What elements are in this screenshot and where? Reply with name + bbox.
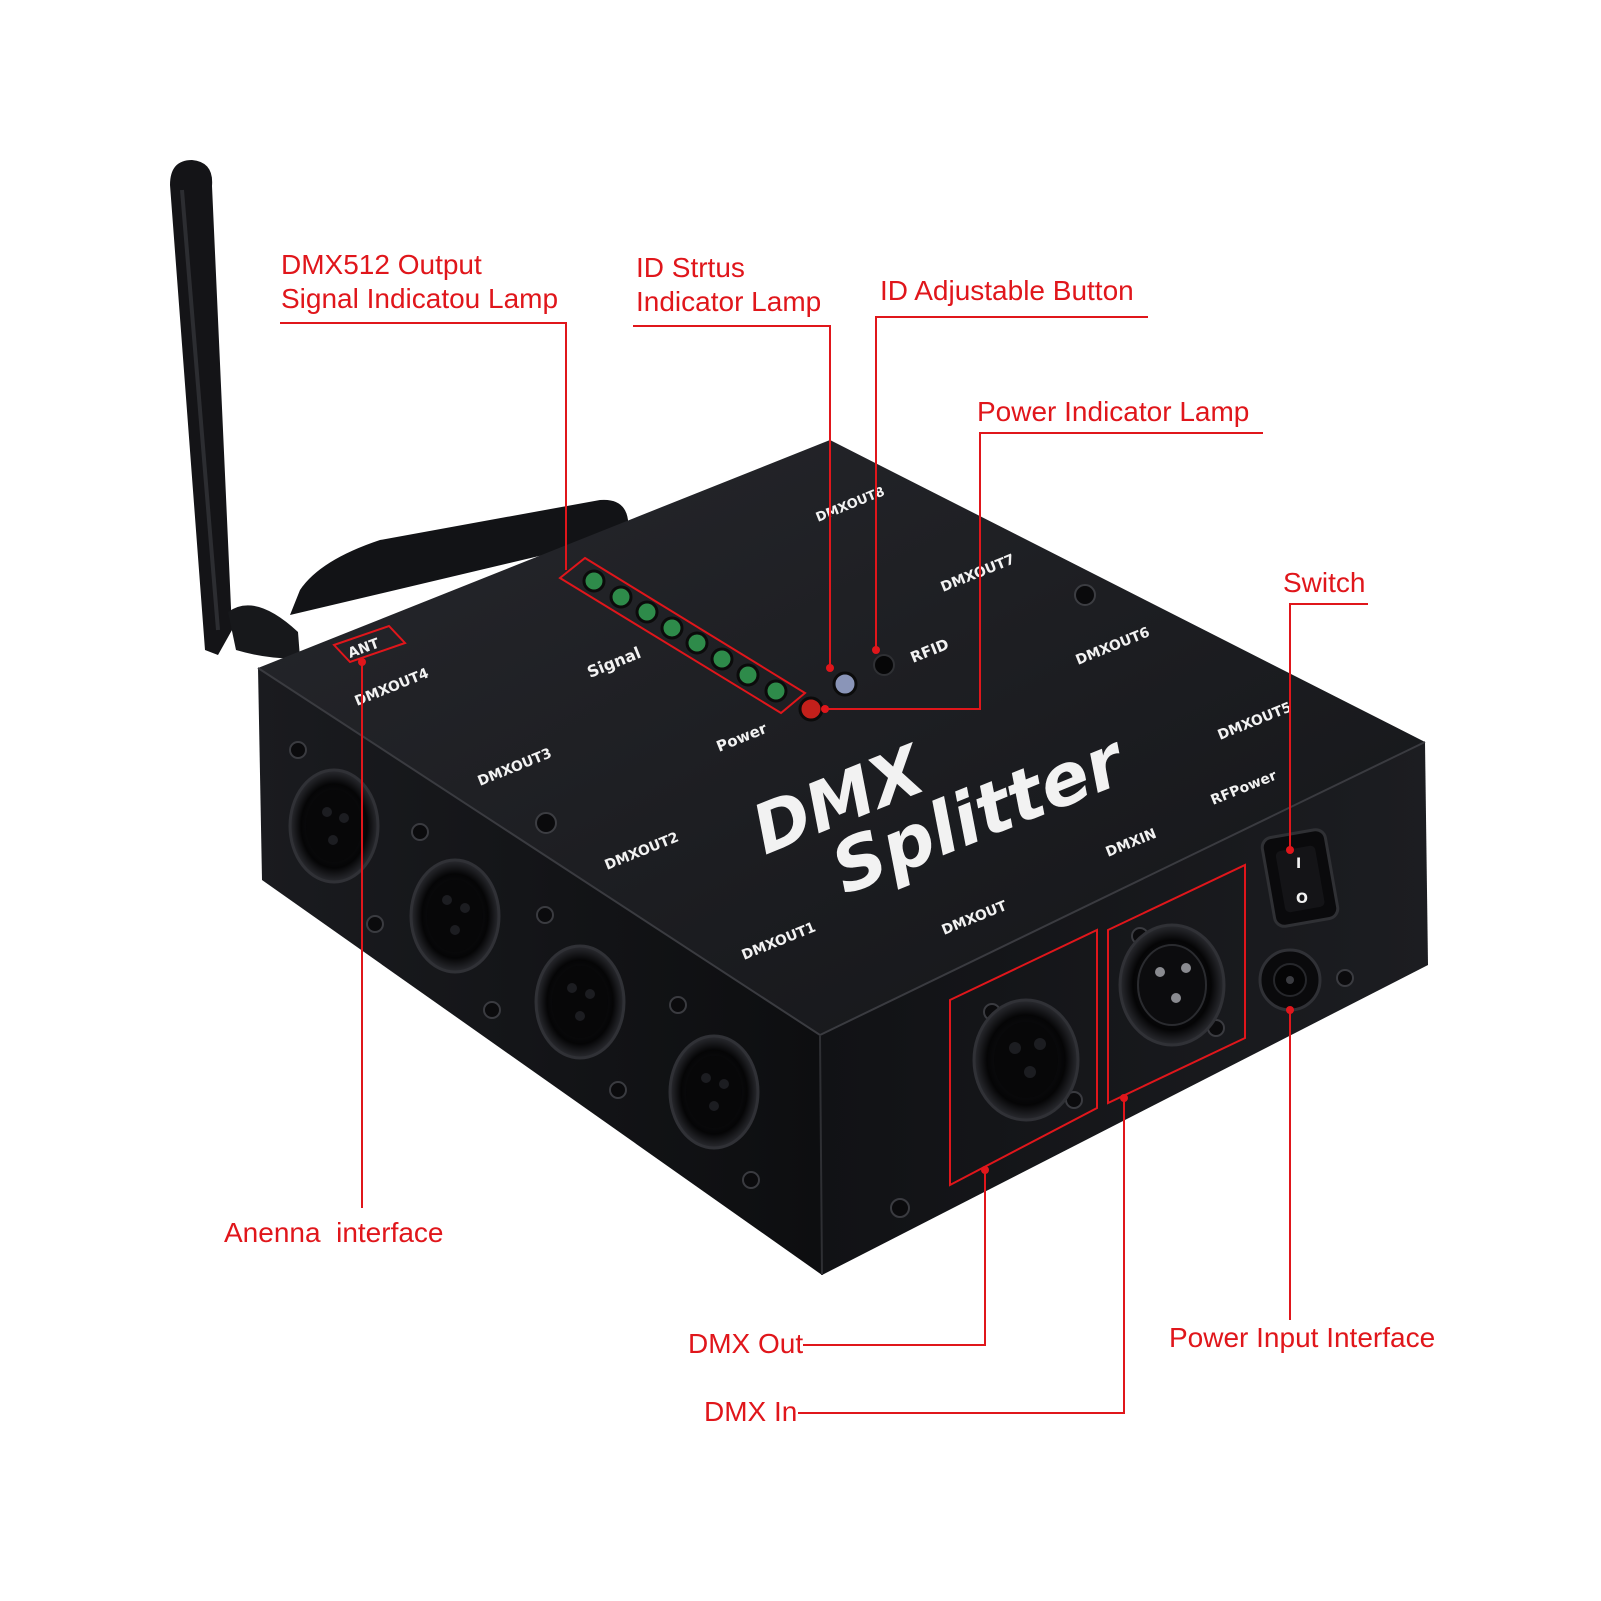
leader-id-button (875, 316, 1148, 650)
callout-power-input-text: Power Input Interface (1169, 1322, 1436, 1353)
leader-dots (358, 646, 1294, 1174)
callout-antenna: Anenna interface (224, 1216, 444, 1250)
leader-id-status (633, 325, 831, 668)
leader-lines (280, 316, 1368, 1414)
xlr-out-4[interactable] (288, 741, 384, 933)
callout-id-status-line1: ID Strtus (636, 252, 745, 283)
rear-rail (290, 499, 628, 615)
callout-id-button: ID Adjustable Button (880, 274, 1134, 308)
callout-switch: Switch (1283, 566, 1365, 600)
device-top-face (258, 440, 1425, 1035)
callout-power-lamp: Power Indicator Lamp (977, 395, 1249, 429)
signal-leds (582, 569, 788, 703)
leader-dmx-in (798, 1098, 1125, 1414)
leader-dmx512 (280, 322, 567, 570)
callout-dmx-in: DMX In (704, 1395, 797, 1429)
callout-id-button-text: ID Adjustable Button (880, 275, 1134, 306)
top-screws (535, 584, 1096, 834)
leader-dmx-out (803, 1170, 986, 1346)
xlr-dmx-out[interactable] (972, 998, 1083, 1122)
callout-id-status-line2: Indicator Lamp (636, 286, 822, 317)
leader-switch (1289, 603, 1368, 850)
antenna (170, 160, 300, 659)
power-input-jack[interactable] (1258, 948, 1322, 1012)
callout-dmx512-line2: Signal Indicatou Lamp (281, 283, 559, 314)
id-adjust-button[interactable] (873, 654, 895, 676)
svg-text:O: O (1296, 891, 1308, 907)
callout-switch-text: Switch (1283, 567, 1366, 598)
callout-dmx-in-text: DMX In (704, 1396, 798, 1427)
callout-id-status: ID Strtus Indicator Lamp (636, 251, 821, 319)
svg-text:I: I (1296, 856, 1301, 872)
callout-dmx-out-text: DMX Out (688, 1328, 804, 1359)
callout-dmx512-line1: DMX512 Output (281, 249, 482, 280)
left-face-screw (890, 1198, 910, 1218)
callout-dmx512-output: DMX512 Output Signal Indicatou Lamp (281, 248, 558, 316)
power-switch[interactable]: I O (1260, 828, 1340, 928)
xlr-out-1[interactable] (668, 996, 760, 1189)
callout-power-lamp-text: Power Indicator Lamp (977, 396, 1250, 427)
power-led (798, 696, 824, 722)
callout-antenna-text: Anenna interface (224, 1217, 444, 1248)
id-status-led (832, 671, 858, 697)
leader-power-lamp (825, 432, 1263, 710)
xlr-dmx-in[interactable] (1118, 923, 1226, 1047)
callout-power-input: Power Input Interface (1169, 1321, 1435, 1355)
dmx-out-highlight-box (949, 928, 1098, 1187)
dmx-in-highlight-box (1107, 863, 1246, 1105)
led-highlight-box (558, 556, 807, 715)
ant-highlight-box (332, 624, 407, 664)
xlr-out-3[interactable] (409, 823, 501, 1019)
callout-dmx-out: DMX Out (688, 1327, 803, 1361)
front-face-screw (1336, 969, 1354, 987)
xlr-out-2[interactable] (534, 906, 627, 1099)
